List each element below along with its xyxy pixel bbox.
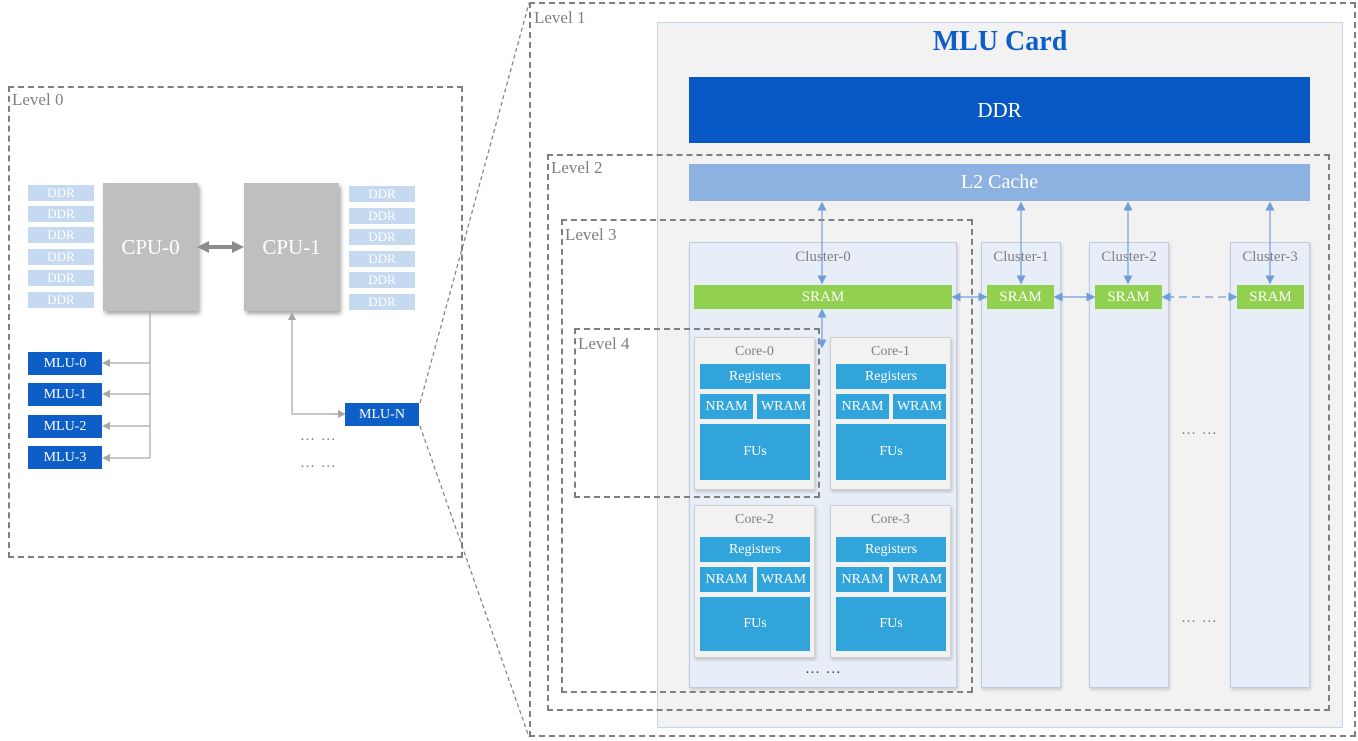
level3-label: Level 3 xyxy=(565,225,617,244)
sram-1: SRAM xyxy=(987,285,1054,309)
core-0-label: Core-0 xyxy=(735,344,774,359)
ddr-left-4: DDR xyxy=(28,270,94,286)
core-2: Core-2 Registers NRAM WRAM FUs xyxy=(694,505,815,658)
core-2-nram: NRAM xyxy=(700,567,753,592)
cpu1-mlun-link xyxy=(288,312,341,415)
mlu-2: MLU-2 xyxy=(28,415,102,438)
cluster-ellipsis-0: … … xyxy=(1181,422,1218,438)
level1-label: Level 1 xyxy=(534,8,586,27)
core-3-registers: Registers xyxy=(836,537,946,562)
ddr-right-0: DDR xyxy=(349,186,415,202)
mlu-3: MLU-3 xyxy=(28,446,102,469)
core-2-label: Core-2 xyxy=(735,512,774,527)
ddr-left-2: DDR xyxy=(28,227,94,243)
mlu-1: MLU-1 xyxy=(28,383,102,406)
level3-box xyxy=(561,219,973,693)
zoom-line-top xyxy=(419,2,530,404)
core-3-fus: FUs xyxy=(836,597,946,651)
level2-box xyxy=(547,154,1330,711)
level4-label: Level 4 xyxy=(578,334,630,353)
cpu-1: CPU-1 xyxy=(244,183,339,311)
level0-label: Level 0 xyxy=(12,90,64,109)
core-0-wram: WRAM xyxy=(757,394,810,419)
l2-cache: L2 Cache xyxy=(689,164,1310,201)
card-ddr: DDR xyxy=(689,77,1310,143)
core-1-registers: Registers xyxy=(836,364,946,389)
core-ellipsis: … … xyxy=(805,661,842,677)
core-2-fus: FUs xyxy=(700,597,810,651)
core-0-registers: Registers xyxy=(700,364,810,389)
core-1-fus: FUs xyxy=(836,424,946,480)
cluster-2 xyxy=(1089,242,1169,688)
level0-box xyxy=(8,86,463,558)
ddr-left-5: DDR xyxy=(28,292,94,308)
cluster-1 xyxy=(981,242,1061,688)
core-1-wram: WRAM xyxy=(893,394,946,419)
level1-box xyxy=(529,2,1356,737)
cluster-3 xyxy=(1230,242,1310,688)
core-1: Core-1 Registers NRAM WRAM FUs xyxy=(830,337,951,490)
mlu-card-title: MLU Card xyxy=(932,26,1068,57)
core-3-label: Core-3 xyxy=(871,512,910,527)
core-1-label: Core-1 xyxy=(871,344,910,359)
core-0: Core-0 Registers NRAM WRAM FUs xyxy=(694,337,815,490)
core-3: Core-3 Registers NRAM WRAM FUs xyxy=(830,505,951,658)
sram-2: SRAM xyxy=(1095,285,1162,309)
ddr-right-5: DDR xyxy=(349,294,415,310)
ddr-right-3: DDR xyxy=(349,251,415,267)
ddr-left-1: DDR xyxy=(28,206,94,222)
core-2-registers: Registers xyxy=(700,537,810,562)
core-0-fus: FUs xyxy=(700,424,810,480)
core-3-wram: WRAM xyxy=(893,567,946,592)
core-3-nram: NRAM xyxy=(836,567,889,592)
core-2-wram: WRAM xyxy=(757,567,810,592)
ddr-left-0: DDR xyxy=(28,185,94,201)
sram-0: SRAM xyxy=(694,285,952,309)
mlu-0: MLU-0 xyxy=(28,352,102,375)
ddr-left-3: DDR xyxy=(28,249,94,265)
ddr-right-1: DDR xyxy=(349,208,415,224)
zoom-line-bottom xyxy=(419,425,530,738)
ddr-right-2: DDR xyxy=(349,229,415,245)
mlu-ellipsis-0: … … xyxy=(300,428,337,444)
core-0-nram: NRAM xyxy=(700,394,753,419)
sram-3: SRAM xyxy=(1237,285,1304,309)
level4-box xyxy=(574,328,820,498)
mlu-n: MLU-N xyxy=(345,403,419,426)
core-1-nram: NRAM xyxy=(836,394,889,419)
level2-label: Level 2 xyxy=(551,158,603,177)
cluster-ellipsis-1: … … xyxy=(1181,610,1218,626)
ddr-right-4: DDR xyxy=(349,272,415,288)
mlu-ellipsis-1: … … xyxy=(300,455,337,471)
cpu-0: CPU-0 xyxy=(103,183,198,311)
